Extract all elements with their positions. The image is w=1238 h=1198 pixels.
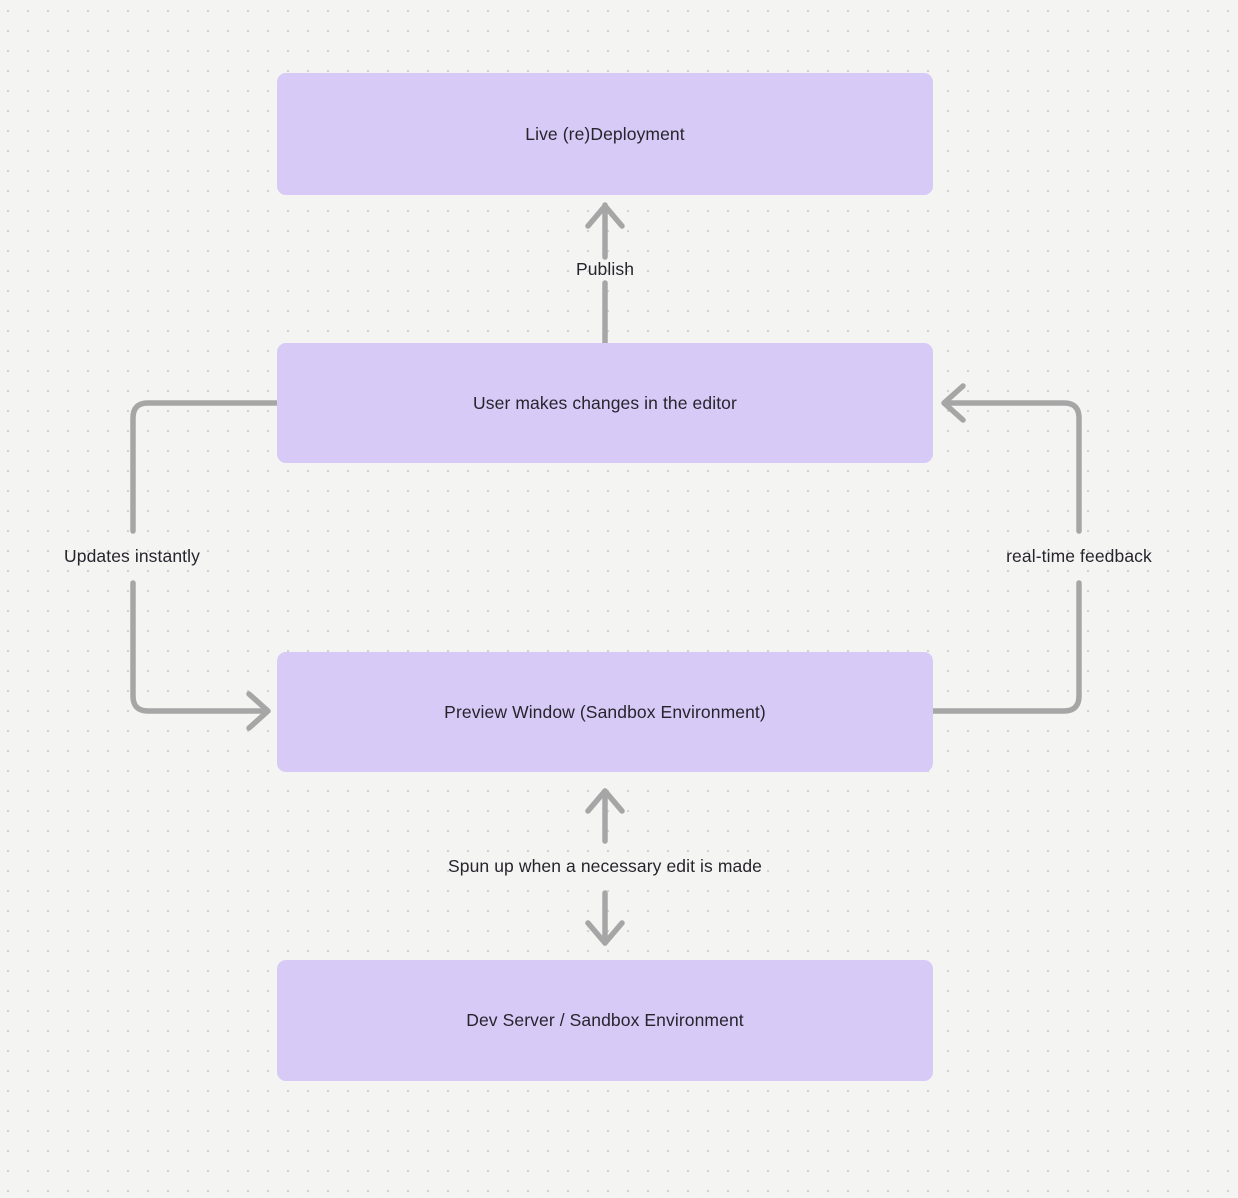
node-label-live-deployment: Live (re)Deployment [525,123,685,144]
node-live-deployment[interactable]: Live (re)Deployment [277,73,933,195]
node-dev-server[interactable]: Dev Server / Sandbox Environment [277,960,933,1081]
edge-label-real-time-feedback: real-time feedback [1006,546,1152,567]
edge-label-publish: Publish [575,259,635,280]
node-preview-window[interactable]: Preview Window (Sandbox Environment) [277,652,933,772]
edge-label-updates-instantly: Updates instantly [64,546,200,567]
node-label-preview-window: Preview Window (Sandbox Environment) [444,701,766,722]
edge-label-spun-up: Spun up when a necessary edit is made [447,856,763,877]
node-label-user-edits: User makes changes in the editor [473,392,737,413]
node-user-edits[interactable]: User makes changes in the editor [277,343,933,463]
node-label-dev-server: Dev Server / Sandbox Environment [466,1010,744,1031]
